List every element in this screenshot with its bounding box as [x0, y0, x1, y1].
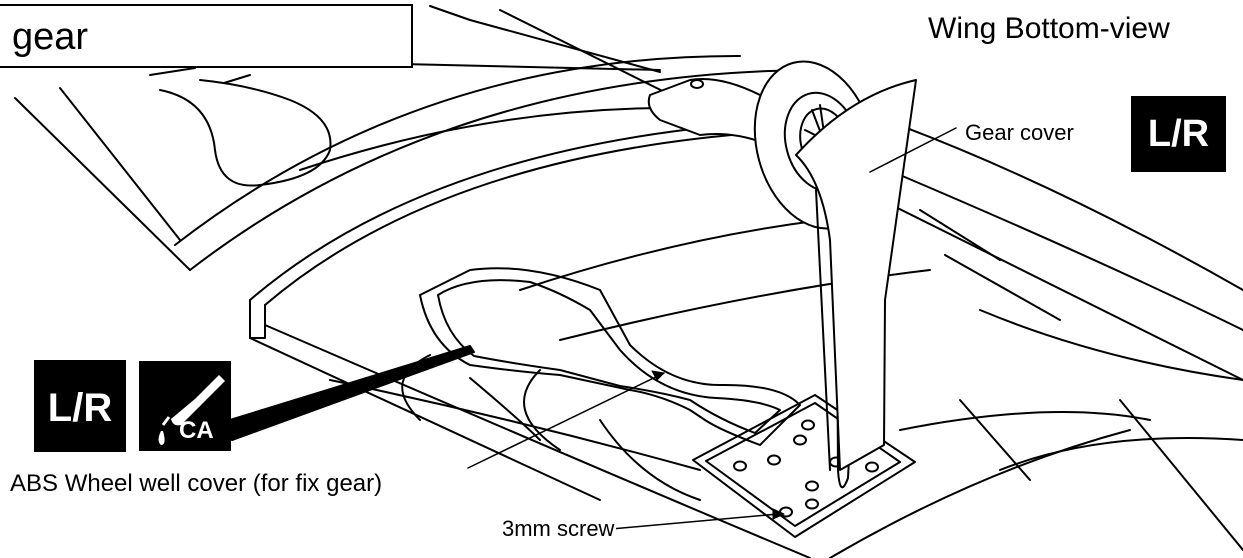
title-box: gear	[0, 4, 413, 68]
wing-fillet	[159, 79, 332, 187]
glue-bottle-icon	[158, 375, 225, 445]
gear-cover-fairing	[795, 79, 917, 471]
lr-badge-left: L/R	[34, 360, 126, 452]
abs-wheel-well-cover-label: ABS Wheel well cover (for fix gear)	[10, 470, 383, 497]
wing-surface-lines	[249, 117, 1243, 558]
ca-label: CA	[179, 417, 214, 444]
screw-label: 3mm screw	[502, 516, 617, 542]
glue-pointer	[229, 345, 475, 441]
ca-glue-badge: CA	[139, 361, 231, 451]
view-title: Wing Bottom-view	[928, 12, 1170, 45]
leader-lines	[467, 127, 957, 531]
lr-badge-top: L/R	[1131, 96, 1226, 172]
gear-cover-label: Gear cover	[965, 120, 1074, 145]
page-title: gear	[12, 16, 89, 58]
abs-wheel-well-cover	[401, 267, 801, 501]
mounting-plate	[692, 394, 916, 538]
